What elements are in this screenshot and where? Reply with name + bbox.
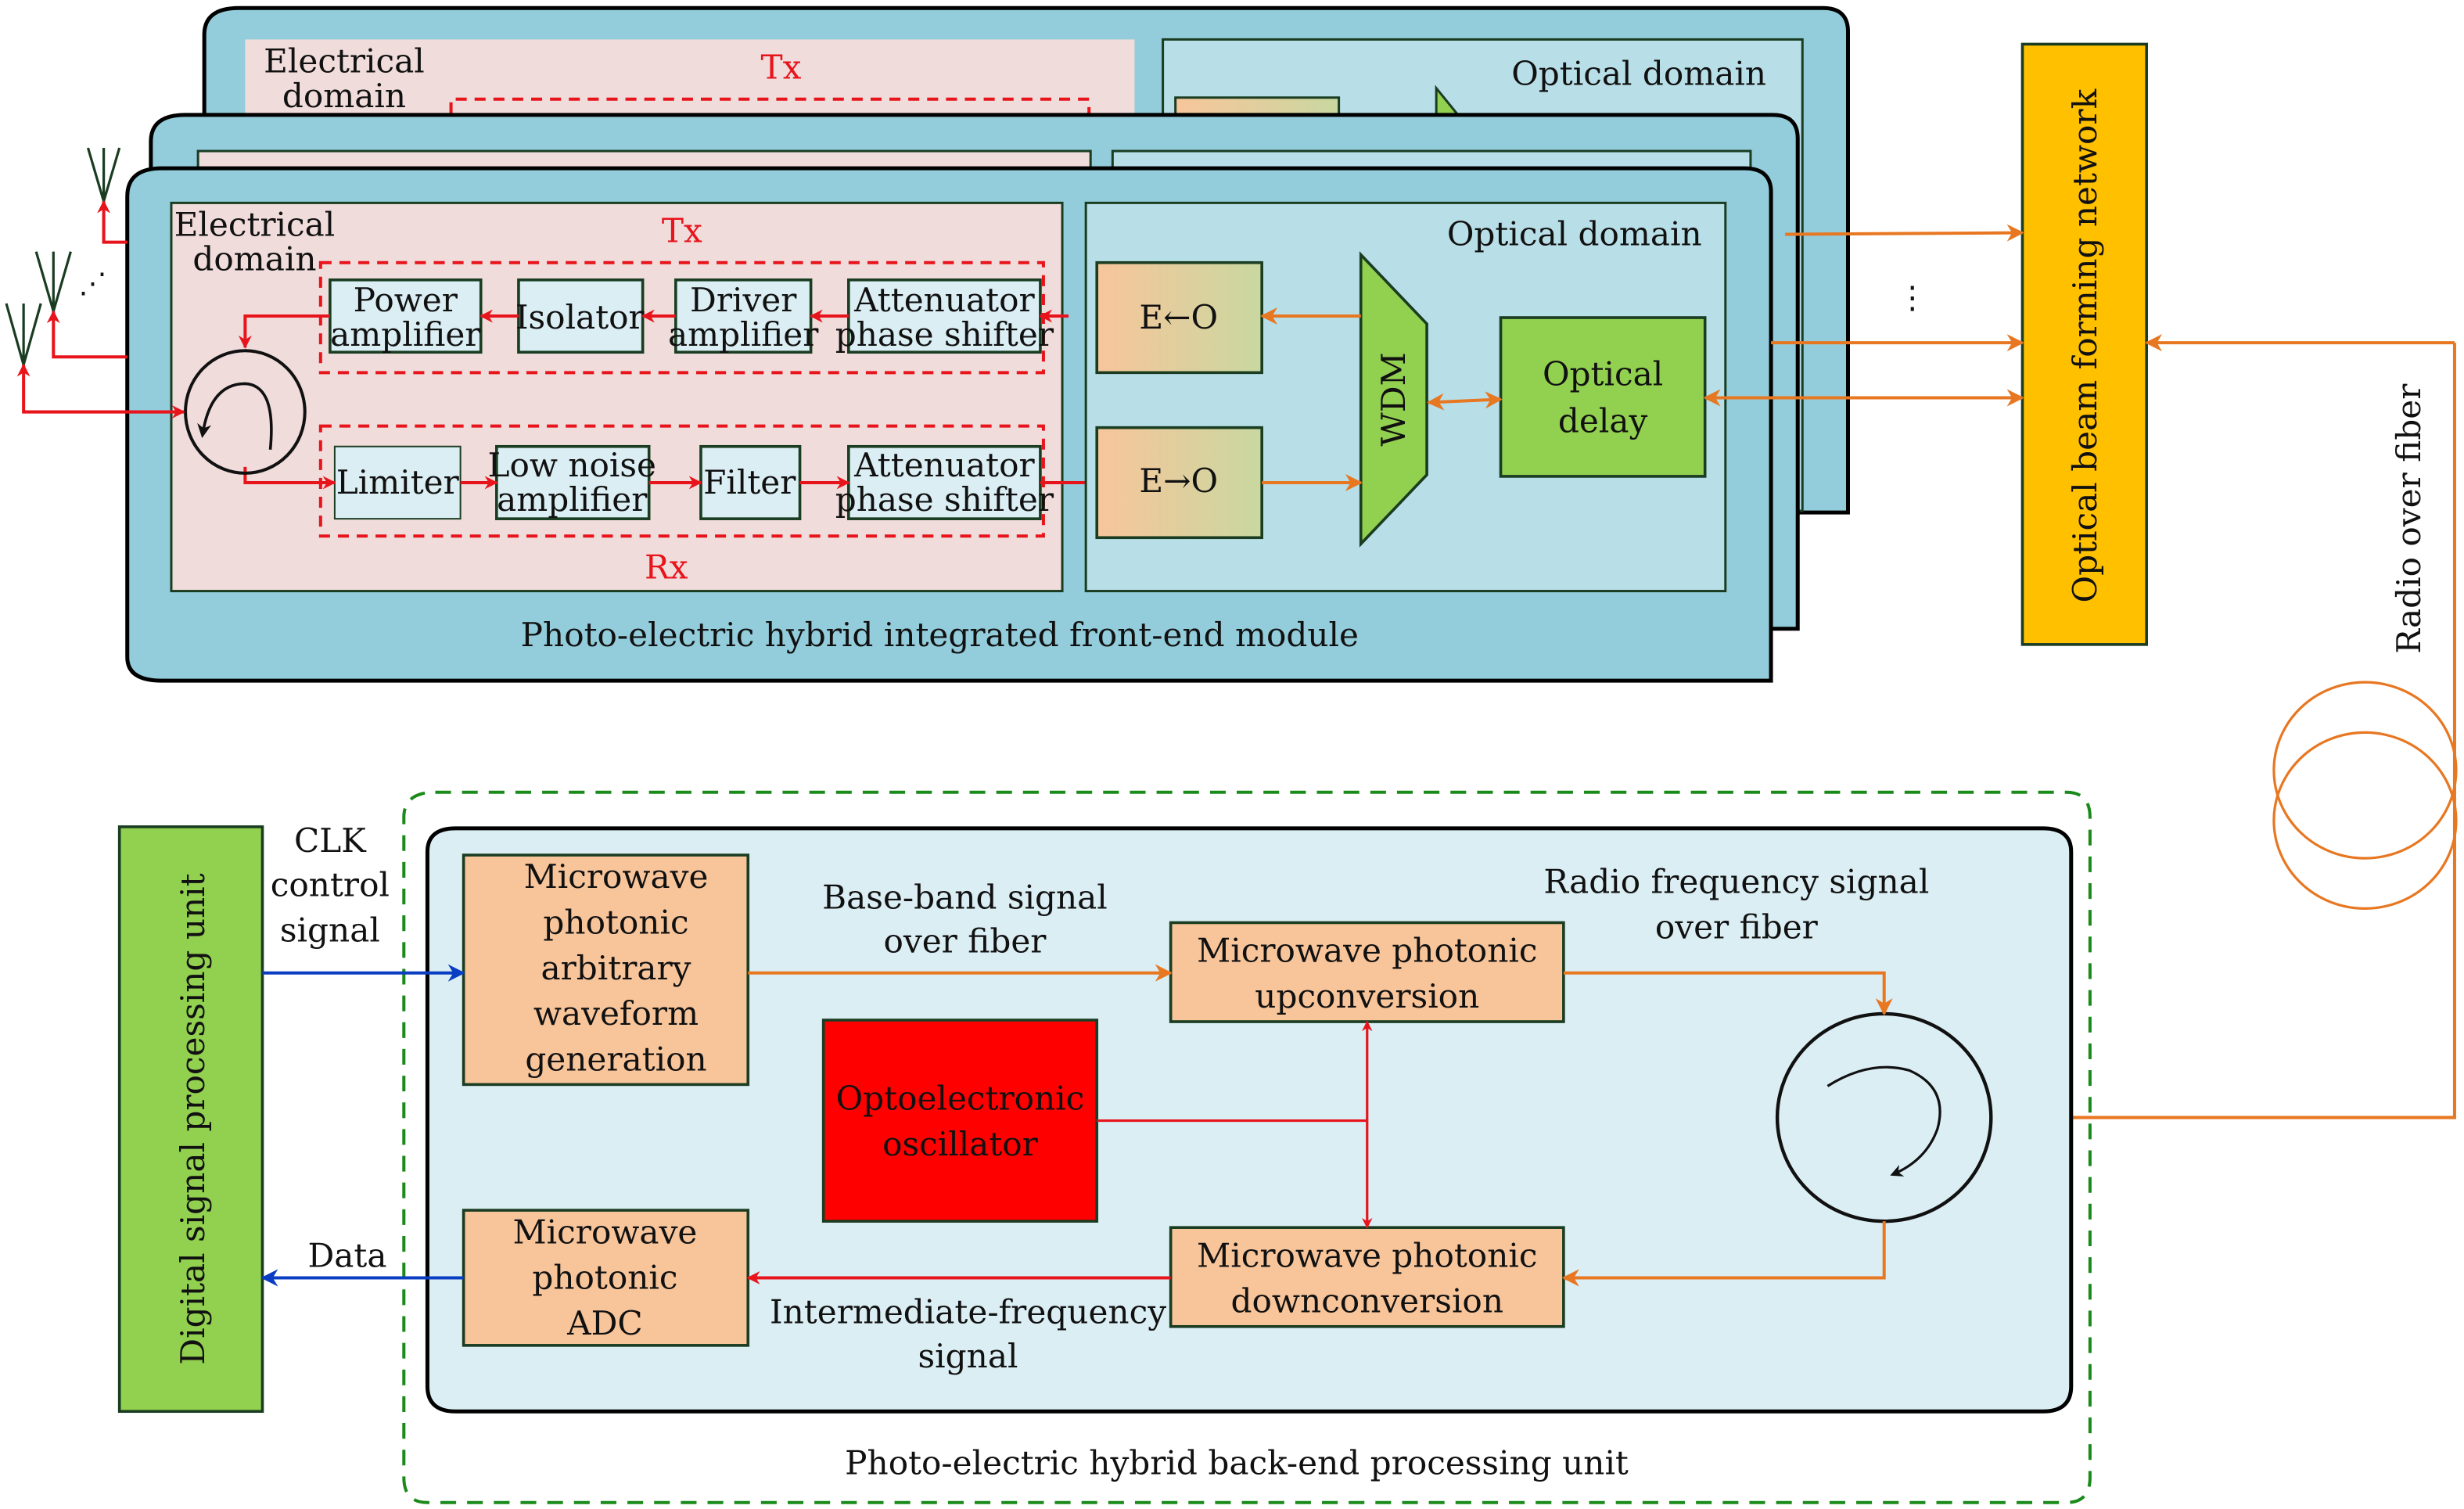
wdm-multiplexer: WDM xyxy=(1359,251,1428,548)
svg-text:Optical: Optical xyxy=(1543,354,1663,393)
dsp-label: Digital signal processing unit xyxy=(174,873,212,1364)
optical-domain-label: Optical domain xyxy=(1447,215,1702,253)
tx-label: Tx xyxy=(662,212,702,250)
svg-text:photonic: photonic xyxy=(532,1259,677,1297)
antenna-array: ⋰ xyxy=(5,147,185,419)
radio-over-fiber-label: Radio over fiber xyxy=(2390,383,2428,654)
backend-boundary xyxy=(402,790,2092,1504)
svg-text:Power: Power xyxy=(354,281,458,319)
backend-caption: Photo-electric hybrid back-end processin… xyxy=(845,1444,1629,1482)
digital-signal-processing-unit: Digital signal processing unit xyxy=(117,825,264,1414)
svg-text:downconversion: downconversion xyxy=(1231,1282,1503,1320)
svg-text:Microwave: Microwave xyxy=(513,1213,698,1251)
tx-signal-path xyxy=(238,309,1069,349)
electrical-domain-label-2: domain xyxy=(192,240,316,278)
svg-text:photonic: photonic xyxy=(543,904,688,942)
svg-text:delay: delay xyxy=(1558,402,1648,440)
optical-beam-forming-network: Optical beam forming network xyxy=(2020,42,2149,646)
photonic-adc: Microwave photonic ADC xyxy=(462,1209,750,1347)
antenna-ellipsis: ⋰ xyxy=(78,266,106,300)
svg-text:Filter: Filter xyxy=(703,463,796,501)
svg-text:WDM: WDM xyxy=(1374,352,1413,446)
clk-label-1: CLK xyxy=(294,821,367,860)
backend-signal-paths xyxy=(260,964,1893,1287)
rx-label: Rx xyxy=(645,548,688,587)
rf-label-1: Radio frequency signal xyxy=(1543,862,1929,900)
antenna-icon xyxy=(5,147,121,370)
svg-text:phase shifter: phase shifter xyxy=(835,315,1054,354)
back-tx-label: Tx xyxy=(760,49,801,87)
frontend-module-front: Photo-electric hybrid integrated front-e… xyxy=(125,166,1773,683)
svg-text:Microwave photonic: Microwave photonic xyxy=(1197,932,1537,970)
svg-text:Microwave: Microwave xyxy=(524,857,709,896)
svg-text:Optoelectronic: Optoelectronic xyxy=(836,1080,1085,1118)
eo-converter-tx: E→O xyxy=(1095,426,1263,540)
back-electrical-label-1: Electrical xyxy=(264,42,425,81)
svg-text:ADC: ADC xyxy=(566,1304,643,1342)
if-label-1: Intermediate-frequency xyxy=(770,1293,1166,1331)
svg-text:Attenuator: Attenuator xyxy=(853,281,1035,319)
optoelectronic-oscillator: Optoelectronic oscillator xyxy=(821,1019,1099,1223)
tx-attenuator-phase-shifter: Attenuator phase shifter xyxy=(835,278,1054,354)
electrical-domain-label-1: Electrical xyxy=(174,206,336,244)
svg-text:Microwave photonic: Microwave photonic xyxy=(1197,1236,1537,1274)
svg-text:amplifier: amplifier xyxy=(668,315,819,354)
svg-text:phase shifter: phase shifter xyxy=(835,480,1054,519)
if-label-2: signal xyxy=(918,1337,1018,1375)
frontend-caption: Photo-electric hybrid integrated front-e… xyxy=(521,616,1359,654)
rx-attenuator-phase-shifter: Attenuator phase shifter xyxy=(835,444,1054,520)
photonic-awg: Microwave photonic arbitrary waveform ge… xyxy=(462,853,750,1087)
optical-delay: Optical delay xyxy=(1499,316,1707,478)
clk-label-3: signal xyxy=(280,911,380,950)
back-optical-label: Optical domain xyxy=(1511,55,1766,93)
fiber-coil-icon xyxy=(2272,681,2458,910)
module-ellipsis: ⋮ xyxy=(1897,280,1928,316)
tx-isolator: Isolator xyxy=(515,278,645,354)
svg-text:E→O: E→O xyxy=(1139,462,1218,500)
svg-text:upconversion: upconversion xyxy=(1255,977,1479,1015)
circulator-icon xyxy=(184,349,307,475)
photonic-downconversion: Microwave photonic downconversion xyxy=(1169,1226,1565,1328)
baseband-label-2: over fiber xyxy=(883,922,1047,961)
svg-text:amplifier: amplifier xyxy=(330,315,481,354)
eo-converter-rx: E←O xyxy=(1095,260,1263,375)
obfn-label: Optical beam forming network xyxy=(2066,88,2104,602)
svg-text:arbitrary: arbitrary xyxy=(541,949,691,987)
svg-text:Limiter: Limiter xyxy=(336,463,460,501)
svg-text:Low noise: Low noise xyxy=(487,446,656,484)
clk-label-2: control xyxy=(271,865,390,904)
rf-label-2: over fiber xyxy=(1655,908,1819,947)
rx-filter: Filter xyxy=(699,444,802,520)
photonic-upconversion: Microwave photonic upconversion xyxy=(1169,921,1565,1023)
data-label: Data xyxy=(307,1236,386,1274)
optical-signal-path xyxy=(1259,307,1503,492)
svg-text:E←O: E←O xyxy=(1139,298,1218,336)
tx-driver-amplifier: Driver amplifier xyxy=(668,278,819,354)
svg-text:generation: generation xyxy=(525,1040,706,1078)
obfn-links xyxy=(1703,224,2456,1126)
svg-text:Isolator: Isolator xyxy=(515,298,645,336)
svg-text:waveform: waveform xyxy=(533,994,699,1033)
back-electrical-label-2: domain xyxy=(282,77,406,115)
tx-power-amplifier: Power amplifier xyxy=(329,278,483,354)
rx-low-noise-amplifier: Low noise amplifier xyxy=(487,444,656,520)
rx-limiter: Limiter xyxy=(333,445,462,520)
baseband-label-1: Base-band signal xyxy=(822,878,1108,916)
svg-text:oscillator: oscillator xyxy=(882,1125,1039,1163)
svg-text:amplifier: amplifier xyxy=(497,480,648,519)
svg-text:Attenuator: Attenuator xyxy=(853,446,1035,484)
svg-text:Driver: Driver xyxy=(690,281,797,319)
